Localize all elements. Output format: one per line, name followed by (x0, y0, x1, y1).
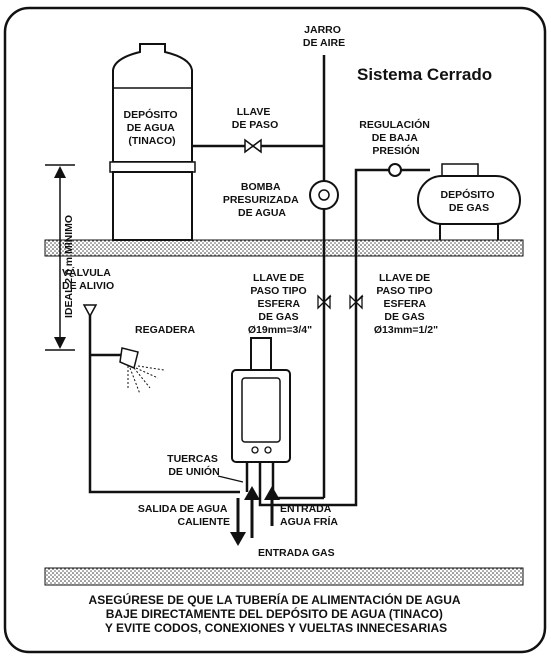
valve-label: LLAVE DE PASO (232, 106, 278, 131)
height-dimension (45, 164, 75, 351)
hot-out-label: SALIDA DE AGUA CALIENTE (138, 503, 230, 528)
regulator-label: REGULACIÓN DE BAJA PRESIÓN (359, 118, 433, 157)
union-nuts-leader (217, 475, 244, 483)
gas-connection (258, 478, 358, 507)
gas-in-label: ENTRADA GAS (258, 547, 335, 559)
ground-strip (44, 239, 524, 257)
water-ball-valve-icon (317, 294, 332, 310)
union-nuts-label: TUERCAS DE UNIÓN (167, 453, 221, 478)
hot-water-pipe (88, 305, 240, 494)
installation-note: ASEGÚRESE DE QUE LA TUBERÍA DE ALIMENTAC… (89, 592, 464, 635)
shower-head-icon (119, 347, 165, 395)
cold-in-label: ENTRADA AGUA FRÍA (280, 503, 338, 528)
water-tank-label: DEPÓSITO DE AGUA (TINACO) (124, 108, 181, 147)
diagram-title: Sistema Cerrado (357, 65, 492, 84)
water-heater (231, 337, 291, 478)
floor-strip (44, 567, 524, 586)
relief-valve-icon (82, 304, 98, 318)
gate-valve-icon (244, 138, 262, 154)
gas-ball-valve-icon (349, 294, 364, 310)
air-jar-label: JARRO DE AIRE (303, 24, 345, 49)
gas-ball-valve-label: LLAVE DE PASO TIPO ESFERA DE GAS Ø13mm=1… (374, 272, 438, 336)
pump-icon (309, 180, 339, 210)
gas-pipe (354, 168, 430, 498)
shower-label: REGADERA (135, 324, 196, 336)
gas-tank (417, 163, 521, 240)
flow-arrows (230, 486, 280, 546)
water-ball-valve-label: LLAVE DE PASO TIPO ESFERA DE GAS Ø19mm=3… (248, 272, 312, 336)
pump-label: BOMBA PRESURIZADA DE AGUA (223, 181, 301, 219)
height-label: IDEAL 2,0 m MÍNIMO (62, 215, 75, 318)
relief-valve-label: VÁLVULA DE ALIVIO (62, 266, 114, 292)
water-tank (109, 43, 196, 241)
gas-tank-label: DEPÓSITO DE GAS (441, 188, 498, 214)
regulator-icon (388, 163, 402, 177)
